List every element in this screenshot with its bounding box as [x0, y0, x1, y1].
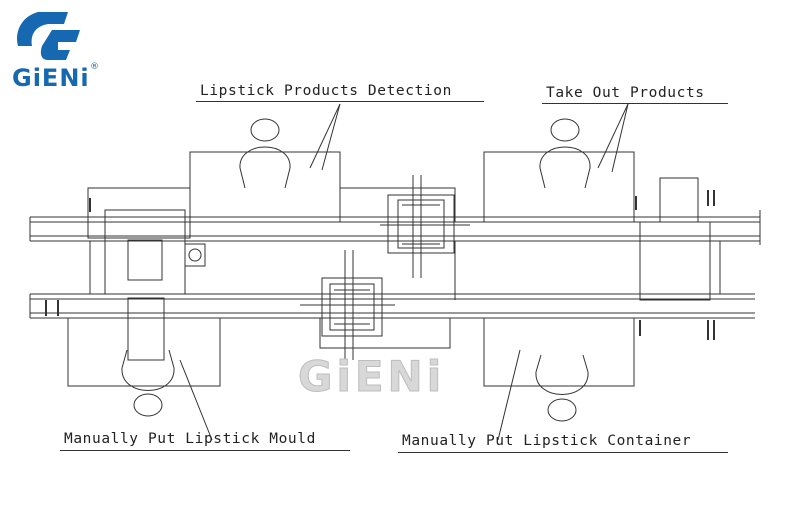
operator-figure-icon — [239, 118, 291, 189]
label-detection-underline — [196, 101, 484, 102]
mid-control-box — [127, 239, 163, 281]
gieni-logo-icon — [17, 12, 80, 60]
right-frame-box — [659, 177, 699, 223]
upper-rotary-unit — [380, 175, 470, 278]
mid-frame-left — [104, 209, 186, 295]
operator-figure-icon — [121, 349, 175, 417]
label-take-out: Take Out Products — [546, 85, 705, 101]
label-put-container-underline — [398, 452, 728, 453]
label-detection: Lipstick Products Detection — [200, 83, 452, 99]
lower-rotary-unit — [300, 250, 395, 360]
watermark: GiENi — [297, 352, 446, 402]
center-frame-bottom — [319, 317, 451, 349]
label-put-mould: Manually Put Lipstick Mould — [64, 431, 316, 447]
detection-station-table — [189, 151, 341, 223]
brand-registered-mark: ® — [90, 62, 99, 72]
label-put-mould-underline — [60, 450, 350, 451]
takeout-station-table — [483, 151, 635, 223]
operator-figure-icon — [535, 354, 589, 422]
operator-figure-icon — [539, 118, 591, 189]
mould-station-table — [67, 317, 221, 387]
label-put-container: Manually Put Lipstick Container — [402, 433, 692, 449]
container-station-table — [483, 317, 635, 387]
brand-name: GiENi — [12, 64, 90, 92]
left-frame-box — [87, 187, 191, 239]
mid-frame-right — [639, 221, 711, 301]
label-take-out-underline — [542, 103, 728, 104]
